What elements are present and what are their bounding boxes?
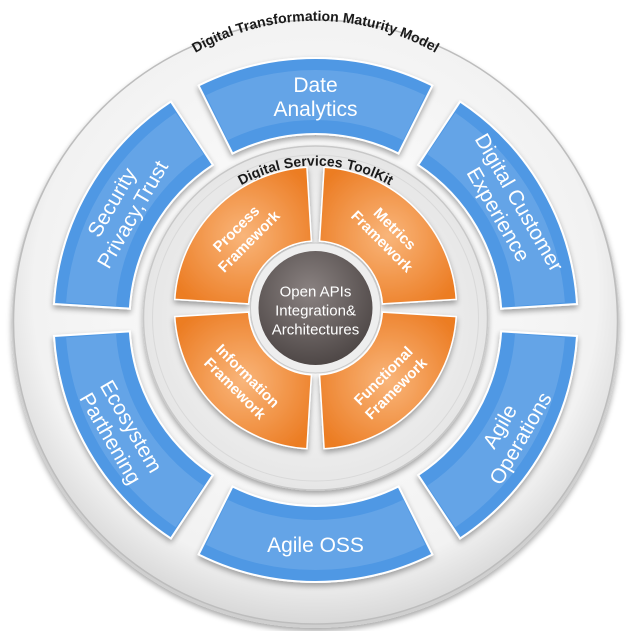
core-label-text-line: Open APIs (280, 283, 352, 300)
inner-segment-metrics-framework (318, 166, 458, 305)
outer-segment-agile-oss (197, 485, 434, 583)
inner-disk-rim (152, 154, 479, 482)
core-label-text-line: Integration& (275, 302, 356, 319)
inner-segment-functional-framework (318, 311, 458, 450)
inner-segment-information-framework (173, 311, 313, 450)
outer-segment-agile-operations (416, 330, 579, 540)
outer-segment-ecosystem-parthening (52, 330, 215, 540)
outer-segment-security-privacy-trust (52, 100, 215, 310)
outer-segment-label-agile-oss: Agile OSS (267, 534, 364, 557)
outer-segment-highlight (427, 333, 565, 528)
outer-segment-label-agile-oss-line: Agile OSS (267, 534, 364, 557)
core-label-text-line: Architectures (272, 321, 360, 338)
outer-segment-label-date-analytics-line: Analytics (273, 98, 357, 121)
outer-segment-highlight (427, 112, 565, 307)
outer-segment-highlight (66, 333, 204, 528)
outer-segment-highlight (205, 499, 426, 570)
outer-segment-highlight (66, 112, 204, 307)
core-circle (258, 251, 373, 365)
inner-segment-process-framework (173, 166, 313, 305)
outer-segment-label-date-analytics-line: Date (293, 74, 337, 97)
outer-segment-date-analytics (197, 57, 434, 155)
outer-segment-digital-customer-experience (416, 100, 579, 310)
outer-segment-highlight (205, 70, 426, 141)
